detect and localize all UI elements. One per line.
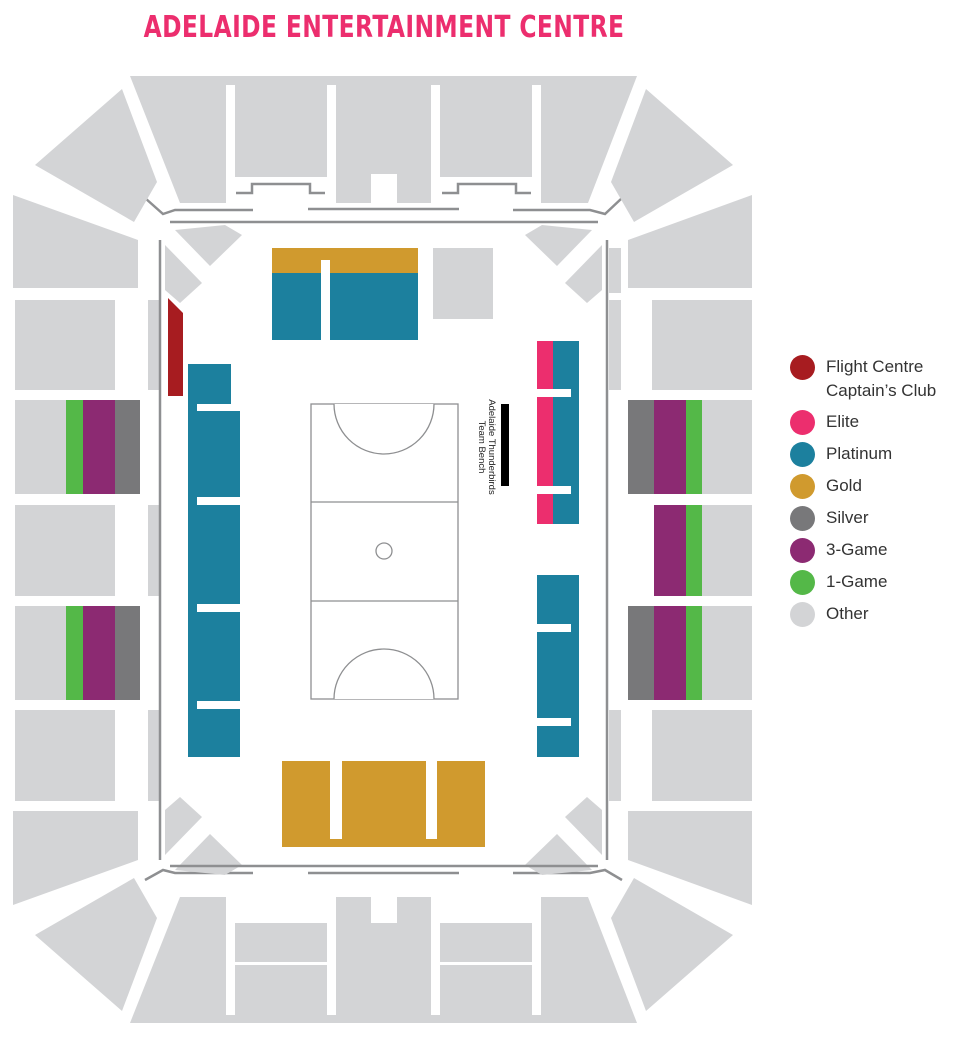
section-other[interactable] bbox=[130, 76, 637, 203]
section-other[interactable] bbox=[13, 195, 138, 288]
section-other[interactable] bbox=[15, 300, 115, 390]
floor-boundary bbox=[158, 220, 609, 868]
venue-title: ADELAIDE ENTERTAINMENT CENTRE bbox=[143, 10, 625, 45]
section-1-game[interactable] bbox=[686, 400, 702, 494]
legend-swatch-icon bbox=[790, 570, 815, 595]
section-platinum[interactable] bbox=[537, 575, 579, 757]
legend: Flight Centre Captain’s Club Elite Plati… bbox=[790, 355, 956, 634]
legend-label: Gold bbox=[826, 476, 862, 495]
bench-label-line1: Adelaide Thunderbirds bbox=[486, 399, 497, 495]
legend-label: Elite bbox=[826, 412, 860, 431]
legend-label: Platinum bbox=[826, 444, 893, 463]
team-bench-label: Adelaide Thunderbirds Team Bench bbox=[476, 399, 497, 495]
legend-item-platinum: Platinum bbox=[790, 442, 956, 467]
section-1-game[interactable] bbox=[686, 606, 702, 700]
legend-label: 3-Game bbox=[826, 540, 888, 559]
section-other[interactable] bbox=[611, 89, 733, 222]
section-other[interactable] bbox=[15, 505, 115, 596]
section-other[interactable] bbox=[702, 606, 752, 700]
legend-label: Other bbox=[826, 604, 869, 623]
legend-item-silver: Silver bbox=[790, 506, 956, 531]
section-flight-centre-captains-club[interactable] bbox=[168, 298, 183, 396]
section-other[interactable] bbox=[15, 400, 66, 494]
section-platinum[interactable] bbox=[272, 273, 418, 340]
section-other[interactable] bbox=[15, 710, 115, 801]
legend-swatch-icon bbox=[790, 474, 815, 499]
section-other[interactable] bbox=[13, 811, 138, 905]
legend-label: 1-Game bbox=[826, 572, 888, 591]
legend-swatch-icon bbox=[790, 442, 815, 467]
section-gold[interactable] bbox=[282, 761, 485, 847]
section-other[interactable] bbox=[652, 710, 752, 801]
legend-item-elite: Elite bbox=[790, 410, 956, 435]
section-other[interactable] bbox=[652, 300, 752, 390]
section-3-game[interactable] bbox=[83, 400, 115, 494]
legend-swatch-icon bbox=[790, 506, 815, 531]
section-other[interactable] bbox=[433, 248, 493, 319]
team-bench bbox=[501, 404, 509, 486]
section-platinum[interactable] bbox=[188, 364, 231, 409]
legend-item-other: Other bbox=[790, 602, 956, 627]
legend-item-gold: Gold bbox=[790, 474, 956, 499]
section-gold[interactable] bbox=[272, 248, 418, 274]
legend-item-1-game: 1-Game bbox=[790, 570, 956, 595]
legend-swatch-icon bbox=[790, 538, 815, 563]
legend-swatch-icon bbox=[790, 355, 815, 380]
netball-court bbox=[310, 403, 459, 700]
section-other[interactable] bbox=[702, 505, 752, 596]
legend-item-3-game: 3-Game bbox=[790, 538, 956, 563]
section-platinum[interactable] bbox=[188, 404, 240, 757]
legend-item-flight-centre: Flight Centre Captain’s Club bbox=[790, 355, 956, 403]
section-other[interactable] bbox=[130, 897, 637, 1023]
section-platinum[interactable] bbox=[553, 341, 579, 524]
legend-swatch-icon bbox=[790, 410, 815, 435]
section-other[interactable] bbox=[702, 400, 752, 494]
section-3-game[interactable] bbox=[654, 606, 686, 700]
section-other[interactable] bbox=[35, 878, 157, 1011]
section-silver[interactable] bbox=[628, 606, 654, 700]
upper-sections-bottom bbox=[130, 868, 637, 1023]
section-other[interactable] bbox=[628, 195, 752, 288]
section-silver[interactable] bbox=[115, 400, 140, 494]
section-1-game[interactable] bbox=[686, 505, 702, 596]
section-other[interactable] bbox=[611, 878, 733, 1011]
section-1-game[interactable] bbox=[66, 400, 83, 494]
bench-label-line2: Team Bench bbox=[476, 420, 487, 474]
section-1-game[interactable] bbox=[66, 606, 83, 700]
section-other[interactable] bbox=[35, 89, 157, 222]
legend-label: Flight Centre Captain’s Club bbox=[826, 357, 937, 400]
section-other[interactable] bbox=[628, 811, 752, 905]
section-3-game[interactable] bbox=[654, 505, 686, 596]
legend-label: Silver bbox=[826, 508, 869, 527]
section-other[interactable] bbox=[15, 606, 66, 700]
legend-swatch-icon bbox=[790, 602, 815, 627]
floor-seating bbox=[168, 248, 579, 847]
right-side-sections bbox=[609, 248, 752, 801]
section-silver[interactable] bbox=[115, 606, 140, 700]
section-silver[interactable] bbox=[628, 400, 654, 494]
left-side-sections bbox=[15, 300, 160, 801]
section-3-game[interactable] bbox=[654, 400, 686, 494]
section-elite[interactable] bbox=[537, 341, 553, 524]
upper-sections-top bbox=[130, 76, 637, 216]
section-3-game[interactable] bbox=[83, 606, 115, 700]
